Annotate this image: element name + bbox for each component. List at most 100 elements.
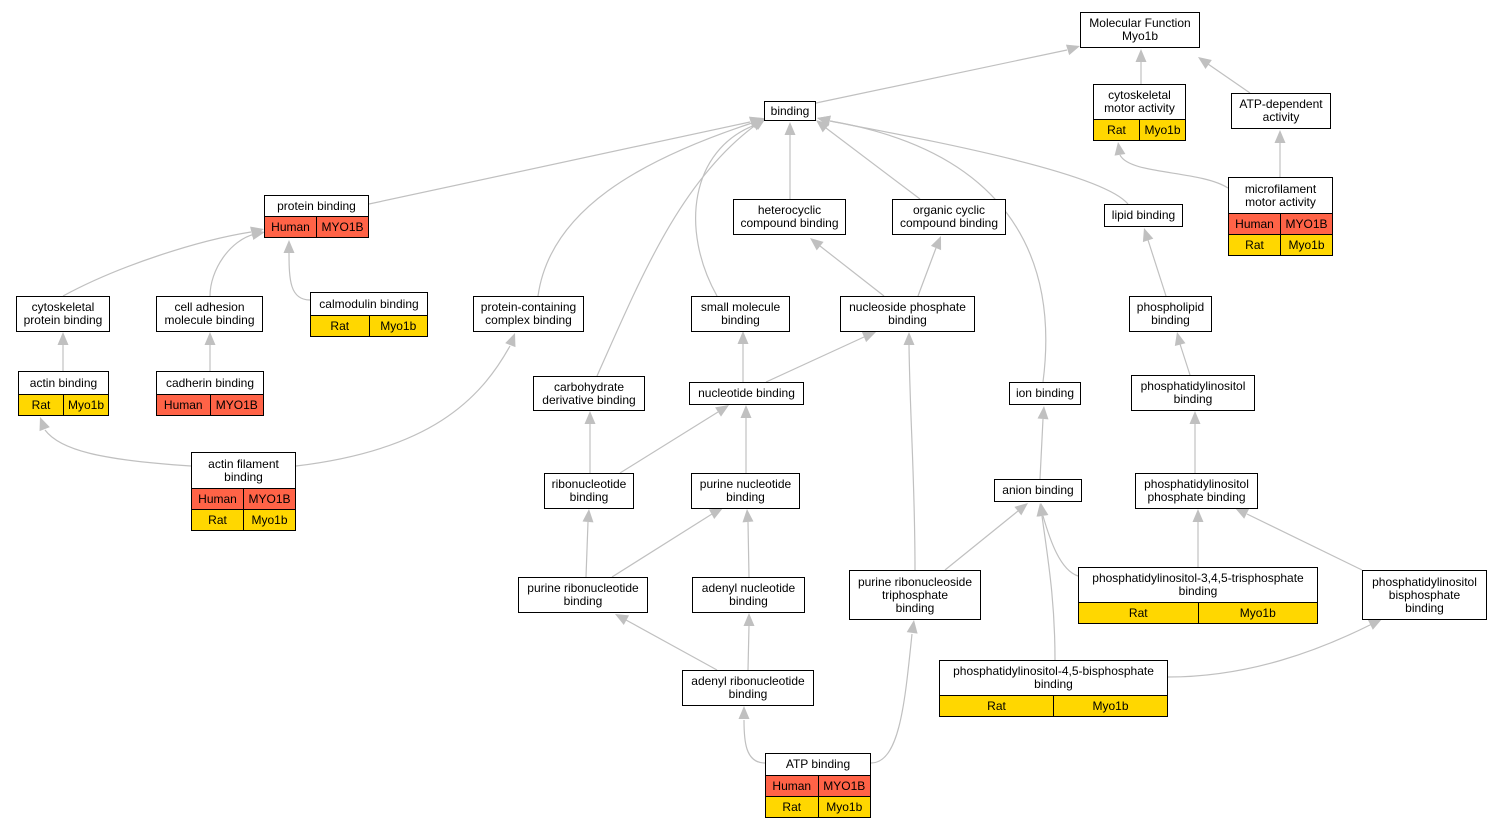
species-cell: Rat [782, 800, 802, 814]
edge-line [619, 411, 719, 474]
go-term-label: calmodulin binding [319, 296, 419, 311]
arrowhead-icon [738, 706, 750, 719]
edge-26 [584, 411, 596, 473]
go-term-node-carbohydrate[interactable]: carbohydrate derivative binding [533, 376, 645, 411]
edge-7 [816, 120, 921, 200]
go-term-node-pip2[interactable]: phosphatidylinositol-4,5-bisphosphate bi… [939, 660, 1168, 717]
go-term-node-ribonucleotide[interactable]: ribonucleotide binding [544, 473, 634, 509]
go-term-node-ptdins-phosphate[interactable]: phosphatidylinositol phosphate binding [1135, 473, 1258, 509]
go-term-node-small-molecule[interactable]: small molecule binding [691, 296, 790, 332]
edge-30 [1189, 411, 1201, 473]
species-cell: Human [772, 779, 812, 793]
arrowhead-icon [743, 613, 755, 626]
go-term-node-ptdins-bisphosphate[interactable]: phosphatidylinositol bisphosphate bindin… [1362, 570, 1487, 620]
edge-line [1147, 239, 1167, 297]
go-term-node-lipid-binding[interactable]: lipid binding [1104, 204, 1183, 227]
edge-line [819, 245, 885, 297]
edge-34 [903, 332, 916, 571]
go-term-label: protein-containing complex binding [480, 300, 577, 327]
go-term-label: carbohydrate derivative binding [542, 379, 636, 407]
edge-19 [596, 118, 766, 377]
go-term-label: phosphatidylinositol-4,5-bisphosphate bi… [953, 664, 1154, 691]
edge-2 [815, 44, 1080, 104]
edge-line [537, 122, 753, 297]
go-term-node-cell-adhesion[interactable]: cell adhesion molecule binding [156, 296, 263, 332]
edge-line [829, 120, 1129, 205]
edge-line [368, 121, 751, 205]
edge-18 [204, 332, 216, 371]
edge-line [829, 120, 1047, 383]
edge-line [62, 231, 252, 297]
gene-cell: Myo1b [817, 797, 871, 817]
arrowhead-icon [817, 115, 831, 127]
annotation-row-rat: Rat Myo1b [192, 509, 295, 530]
edge-line [295, 345, 511, 467]
go-term-node-binding[interactable]: binding [764, 101, 816, 121]
go-term-node-adenyl-nucleotide[interactable]: adenyl nucleotide binding [692, 577, 805, 613]
edge-line [288, 251, 311, 301]
edge-20 [737, 331, 749, 382]
arrowhead-icon [1198, 57, 1212, 69]
edge-line [944, 510, 1019, 571]
edge-27 [619, 405, 729, 474]
go-term-label: organic cyclic compound binding [899, 203, 999, 230]
go-term-node-organic-cyclic[interactable]: organic cyclic compound binding [892, 199, 1006, 235]
edge-line [815, 49, 1068, 104]
go-term-label: purine ribonucleotide binding [527, 581, 639, 608]
edge-line [917, 247, 937, 297]
gene-cell: Myo1b [1139, 120, 1185, 140]
edge-line [611, 513, 713, 578]
gene-cell: Myo1b [1197, 603, 1318, 623]
gene-cell: Myo1b [368, 316, 428, 336]
go-term-node-atp-dep[interactable]: ATP-dependent activity [1231, 93, 1331, 129]
edge-28 [740, 405, 752, 473]
go-term-node-ptdins[interactable]: phosphatidylinositol binding [1131, 375, 1255, 411]
species-cell: Rat [208, 513, 227, 527]
edge-line [596, 123, 758, 377]
arrowhead-icon [784, 122, 796, 135]
arrowhead-icon [39, 417, 50, 432]
go-term-label: cell adhesion molecule binding [164, 300, 255, 327]
go-term-node-purine-nucleotide[interactable]: purine nucleotide binding [691, 473, 800, 509]
go-term-node-nucleotide[interactable]: nucleotide binding [689, 382, 804, 405]
go-term-node-adenyl-ribonucleotide[interactable]: adenyl ribonucleotide binding [682, 670, 814, 706]
arrowhead-icon [1065, 44, 1080, 56]
go-term-node-purine-ribonucleotide[interactable]: purine ribonucleotide binding [518, 577, 648, 613]
species-cell: Rat [330, 319, 350, 333]
edge-41 [1036, 503, 1056, 661]
edge-36 [1192, 509, 1204, 567]
gene-cell: Myo1b [243, 510, 295, 530]
go-term-node-cyto-protein[interactable]: cytoskeletal protein binding [16, 296, 110, 332]
go-term-node-pip3[interactable]: phosphatidylinositol-3,4,5-trisphosphate… [1078, 567, 1318, 624]
edge-line [870, 633, 913, 764]
go-term-node-purine-ribonucleoside-tp[interactable]: purine ribonucleoside triphosphate bindi… [849, 570, 981, 620]
edge-line [1246, 513, 1363, 571]
edge-24 [295, 333, 516, 467]
edge-line [743, 719, 766, 764]
edge-line [765, 336, 865, 383]
go-term-label: protein binding [277, 198, 356, 213]
go-term-node-anion-binding[interactable]: anion binding [994, 479, 1082, 502]
go-term-label: phosphatidylinositol phosphate binding [1144, 477, 1249, 504]
go-term-node-phospholipid[interactable]: phospholipid binding [1129, 296, 1212, 332]
species-cell: Rat [987, 699, 1006, 713]
go-term-label: actin filament binding [208, 456, 279, 484]
go-term-node-ion-binding[interactable]: ion binding [1009, 382, 1081, 405]
edge-16 [1142, 228, 1167, 297]
go-term-node-protein-complex[interactable]: protein-containing complex binding [473, 296, 584, 332]
edge-33 [742, 509, 754, 578]
go-term-label: phospholipid binding [1136, 300, 1205, 327]
go-term-node-nucleoside-phosphate[interactable]: nucleoside phosphate binding [840, 296, 975, 332]
go-term-node-heterocyclic[interactable]: heterocyclic compound binding [733, 199, 846, 235]
go-term-node-mf[interactable]: Molecular Function Myo1b [1080, 12, 1200, 48]
